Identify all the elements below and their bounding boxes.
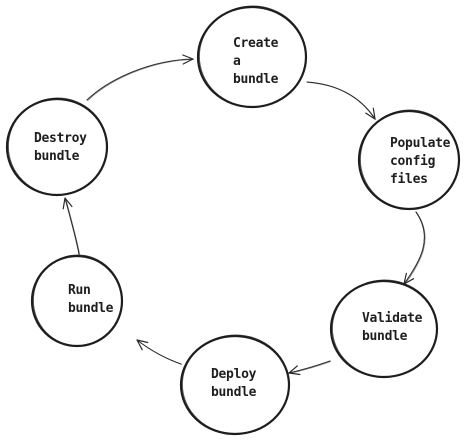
node-label-line: Run [68, 283, 91, 298]
node-label-line: bundle [211, 385, 257, 400]
edge-line [306, 81, 376, 120]
node-label: Deploy bundle [211, 367, 257, 400]
node-circle-sketch [181, 334, 290, 435]
node-circle-sketch [359, 109, 460, 210]
edge-line-sketch [87, 59, 195, 101]
node-destroy: Destroy bundle [5, 97, 109, 197]
node-label-line: bundle [34, 149, 80, 164]
arrowhead-icon [136, 339, 149, 351]
edge-line-sketch [404, 212, 426, 285]
edge-destroy-create [86, 54, 195, 101]
edge-line [64, 197, 80, 255]
edge-line [136, 339, 182, 365]
node-circle-sketch [32, 254, 123, 347]
node-label-line: Populate [390, 136, 451, 151]
edge-line-sketch [307, 82, 377, 120]
node-label: Validate bundle [362, 311, 423, 344]
node-label-line: Destroy [34, 131, 87, 146]
node-label: Run bundle [68, 283, 114, 316]
node-label-line: config [390, 154, 435, 169]
edge-create-populate [306, 81, 377, 120]
node-label-line: files [390, 172, 428, 187]
edge-line-sketch [137, 340, 183, 365]
node-label-line: bundle [362, 329, 408, 344]
node-deploy: Deploy bundle [179, 334, 291, 436]
node-circle-sketch [7, 97, 108, 196]
node-label: Create a bundle [233, 36, 279, 87]
node-label-line: Validate [362, 311, 423, 326]
edge-run-destroy [62, 197, 81, 255]
node-circle-sketch [331, 279, 438, 378]
node-label: Destroy bundle [34, 131, 87, 164]
node-label-line: a [233, 54, 241, 69]
edges-layer [62, 54, 426, 376]
edge-line-sketch [289, 361, 332, 374]
node-label-line: bundle [68, 301, 114, 316]
edge-populate-validate [403, 211, 426, 285]
arrowhead-icon [288, 365, 301, 376]
edge-line [403, 211, 425, 285]
node-run: Run bundle [30, 254, 124, 348]
arrowhead-icon [365, 107, 376, 120]
node-label-line: Deploy [211, 367, 257, 382]
edge-line [288, 360, 331, 374]
arrowhead-icon [62, 197, 73, 210]
node-label: Populate config files [390, 136, 451, 187]
edge-line [86, 58, 194, 101]
node-circle-sketch [198, 5, 307, 108]
edge-validate-deploy [288, 360, 332, 376]
node-create: Create a bundle [196, 5, 308, 109]
arrowhead-icon [182, 54, 194, 65]
node-validate: Validate bundle [329, 279, 439, 379]
node-populate: Populate config files [357, 109, 461, 211]
edge-deploy-run [136, 339, 183, 365]
edge-line-sketch [65, 198, 81, 255]
node-label-line: bundle [233, 72, 279, 87]
node-label-line: Create [233, 36, 279, 51]
